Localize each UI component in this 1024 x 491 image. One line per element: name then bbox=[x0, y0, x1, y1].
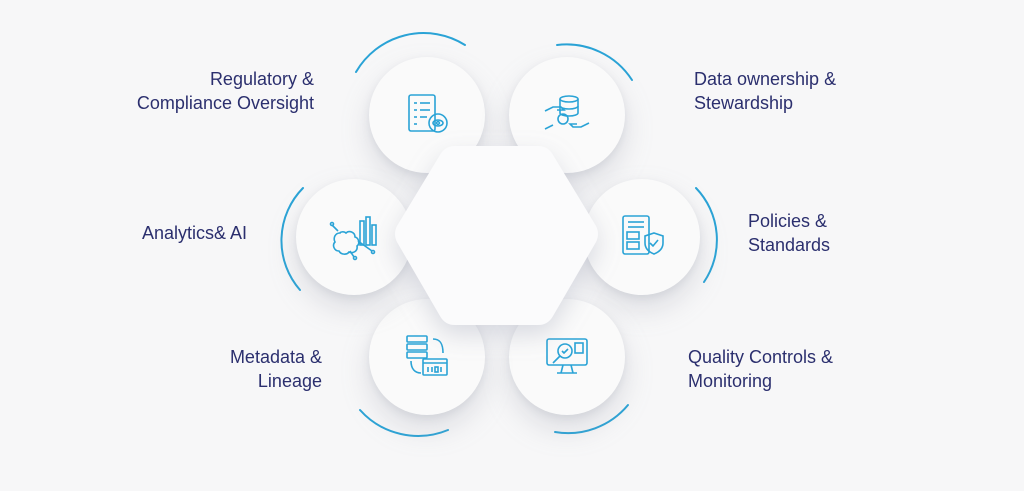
node-policies-circle bbox=[584, 179, 700, 295]
label-quality: Quality Controls & Monitoring bbox=[688, 345, 833, 393]
document-eye-icon bbox=[408, 94, 448, 133]
label-analytics: Analytics& AI bbox=[142, 221, 247, 245]
label-line: Stewardship bbox=[694, 93, 794, 113]
database-binary-icon bbox=[406, 335, 448, 376]
label-metadata: Metadata & Lineage bbox=[230, 345, 322, 393]
label-line: Compliance Oversight bbox=[136, 93, 314, 113]
label-regulatory: Regulatory & Compliance Oversight bbox=[137, 67, 314, 115]
monitor-check-icon bbox=[546, 338, 588, 374]
label-policies: Policies & Standards bbox=[748, 209, 830, 257]
node-analytics-circle bbox=[296, 179, 412, 295]
label-line: Regulatory & bbox=[209, 69, 314, 89]
label-ownership: Data ownership & Stewardship bbox=[694, 67, 836, 115]
label-line: Standards bbox=[748, 235, 831, 255]
label-line: Quality Controls & bbox=[688, 347, 834, 367]
label-line: Lineage bbox=[257, 371, 322, 391]
label-line: Analytics& AI bbox=[141, 223, 247, 243]
document-shield-icon bbox=[622, 215, 664, 255]
label-line: Data ownership & bbox=[694, 69, 837, 89]
brain-chart-icon bbox=[329, 216, 377, 261]
hands-database-icon bbox=[544, 95, 590, 130]
label-line: Metadata & bbox=[229, 347, 322, 367]
label-line: Policies & bbox=[748, 211, 828, 231]
label-line: Monitoring bbox=[688, 371, 773, 391]
